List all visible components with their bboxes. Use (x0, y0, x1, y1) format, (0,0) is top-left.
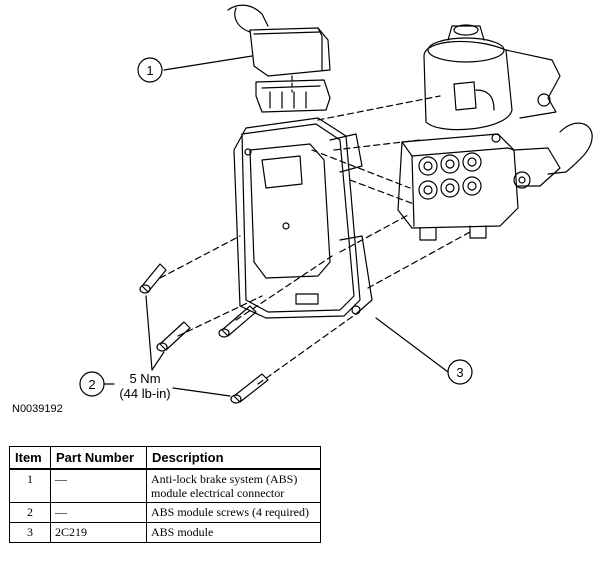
torque-value-lbin: (44 lb-in) (119, 386, 170, 401)
header-item: Item (9, 446, 51, 470)
table-row: 2 — ABS module screws (4 required) (9, 502, 321, 523)
header-part-number: Part Number (50, 446, 147, 470)
table-row: 1 — Anti-lock brake system (ABS) module … (9, 468, 321, 503)
parts-table: Item Part Number Description 1 — Anti-lo… (9, 446, 321, 543)
abs-module-drawing (233, 79, 373, 319)
callout-1: 1 (137, 57, 163, 83)
header-description: Description (146, 446, 321, 470)
cell-part-number: — (50, 502, 147, 523)
table-header-row: Item Part Number Description (9, 446, 321, 470)
figure-id-label: N0039192 (12, 403, 63, 415)
cell-item: 3 (9, 522, 51, 543)
callout-2: 2 (79, 371, 105, 397)
cell-part-number: 2C219 (50, 522, 147, 543)
callout-1-number: 1 (146, 63, 153, 78)
callout-3: 3 (447, 359, 473, 385)
torque-value-nm: 5 Nm (129, 371, 160, 386)
hand-drawing (227, 4, 269, 33)
cell-description: ABS module (146, 522, 321, 543)
cell-item: 2 (9, 502, 51, 523)
hydraulic-control-unit-drawing (397, 24, 593, 241)
cell-description: ABS module screws (4 required) (146, 502, 321, 523)
table-row: 3 2C219 ABS module (9, 522, 321, 543)
screw-drawing (139, 263, 269, 404)
leader-lines (103, 55, 449, 397)
cell-item: 1 (9, 468, 51, 503)
electrical-connector-drawing (249, 27, 331, 93)
callout-2-number: 2 (88, 377, 95, 392)
cell-description: Anti-lock brake system (ABS) module elec… (146, 468, 321, 503)
assembly-lines (159, 95, 471, 385)
callout-3-number: 3 (456, 365, 463, 380)
abs-module-exploded-view: 1 2 3 5 Nm (44 lb-in) (79, 4, 593, 404)
cell-part-number: — (50, 468, 147, 503)
